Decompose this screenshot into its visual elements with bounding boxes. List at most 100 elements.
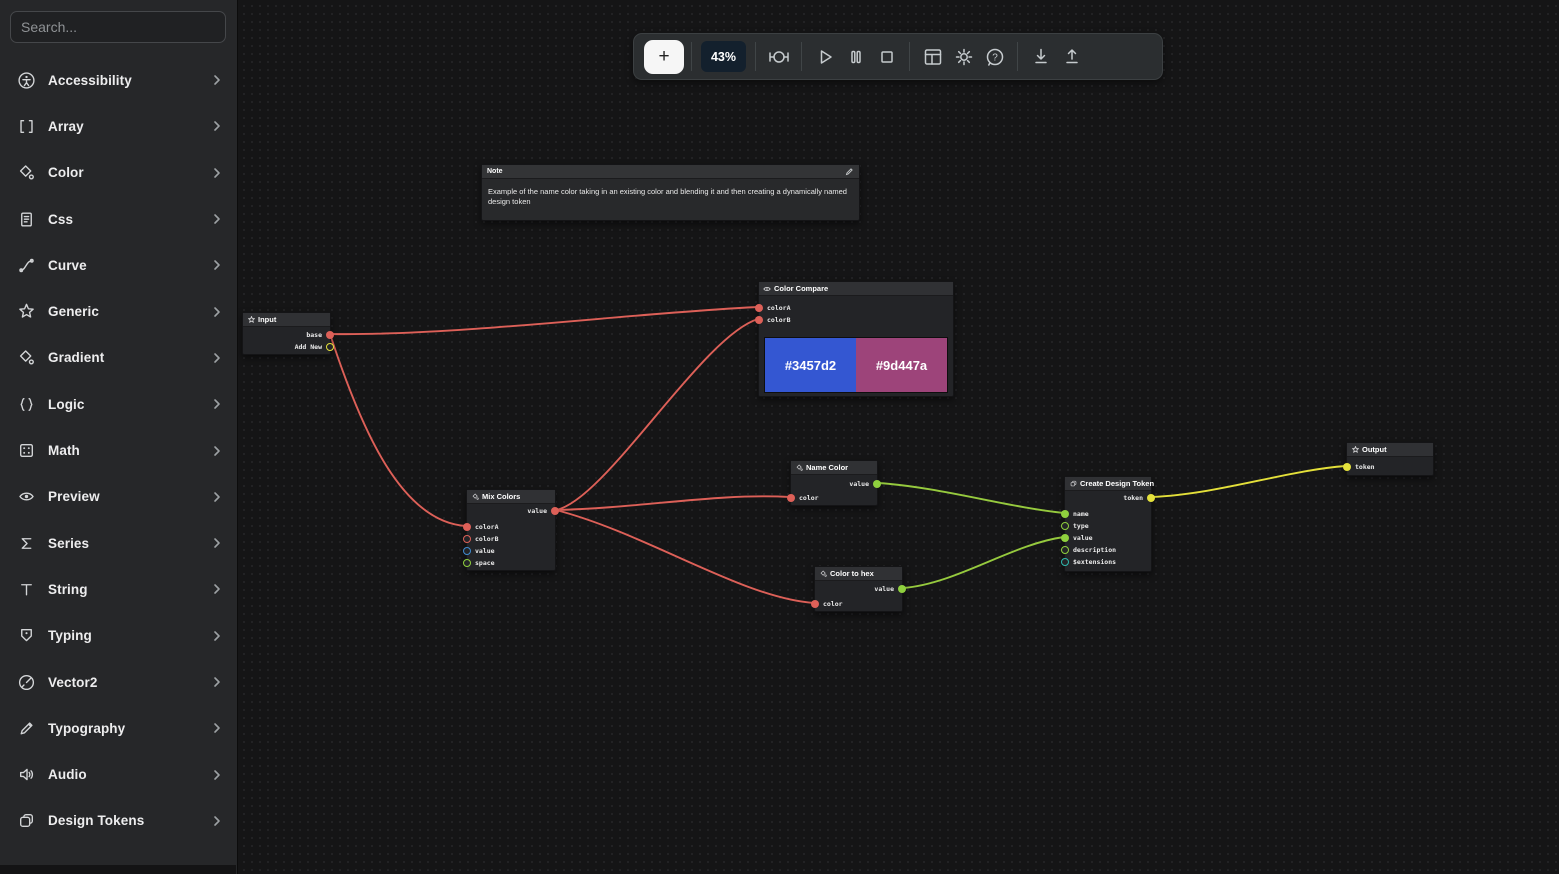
sidebar-item-curve[interactable]: Curve [0, 242, 237, 288]
port-value-out[interactable]: value [849, 479, 881, 489]
port-circle[interactable] [811, 600, 819, 608]
port-colorB[interactable]: colorB [755, 315, 790, 325]
port-circle[interactable] [463, 523, 471, 531]
port-circle[interactable] [551, 507, 559, 515]
port-value-out[interactable]: value [527, 506, 559, 516]
port-circle[interactable] [1061, 522, 1069, 530]
sidebar-item-label: String [48, 581, 88, 597]
sidebar-footer [0, 865, 236, 874]
port-circle[interactable] [1061, 558, 1069, 566]
port-circle[interactable] [873, 480, 881, 488]
port-token-out[interactable]: token [1123, 493, 1155, 503]
note-title: Note [487, 168, 503, 175]
graph-canvas[interactable] [238, 0, 1559, 874]
node-input[interactable]: Input base Add New [242, 312, 334, 355]
sidebar-item-logic[interactable]: Logic [0, 381, 237, 427]
star-icon [1351, 446, 1359, 454]
node-header[interactable]: Input [243, 313, 330, 327]
port-circle[interactable] [326, 331, 334, 339]
node-create-design-token[interactable]: Create Design Token token name type valu… [1061, 476, 1155, 572]
sidebar-item-css[interactable]: Css [0, 196, 237, 242]
node-title: Create Design Token [1080, 479, 1155, 488]
port-token[interactable]: token [1343, 462, 1375, 472]
port-circle[interactable] [463, 559, 471, 567]
port-colorA[interactable]: colorA [755, 303, 790, 313]
port-name[interactable]: name [1061, 509, 1089, 519]
node-output[interactable]: Output token [1343, 442, 1434, 476]
node-header[interactable]: Mix Colors [467, 490, 555, 504]
node-color-compare[interactable]: Color Compare colorA colorB #3457d2 #9d4… [755, 281, 954, 397]
port-circle[interactable] [898, 585, 906, 593]
port-add-new[interactable]: Add New [295, 342, 334, 352]
fit-view-button[interactable] [763, 39, 794, 75]
settings-button[interactable] [948, 39, 979, 75]
play-button[interactable] [809, 39, 840, 75]
sidebar-item-label: Vector2 [48, 674, 98, 690]
color-icon [471, 493, 479, 501]
port-extensions[interactable]: $extensions [1061, 557, 1116, 567]
port-circle[interactable] [787, 494, 795, 502]
sidebar-item-series[interactable]: Series [0, 520, 237, 566]
node-header[interactable]: Create Design Token [1065, 477, 1155, 491]
sidebar-item-audio[interactable]: Audio [0, 751, 237, 797]
port-colorA[interactable]: colorA [463, 522, 498, 532]
sidebar-item-preview[interactable]: Preview [0, 474, 237, 520]
port-base[interactable]: base [306, 330, 334, 340]
toolbar-divider [691, 42, 692, 71]
port-space[interactable]: space [463, 558, 495, 568]
node-mix-colors[interactable]: Mix Colors value colorA colorB value spa… [463, 489, 559, 571]
download-button[interactable] [1025, 39, 1056, 75]
note-header[interactable]: Note [482, 165, 859, 179]
sidebar-item-design-tokens[interactable]: Design Tokens [0, 798, 237, 844]
node-header[interactable]: Output [1347, 443, 1433, 457]
pause-button[interactable] [840, 39, 871, 75]
port-circle[interactable] [463, 547, 471, 555]
port-type[interactable]: type [1061, 521, 1089, 531]
port-circle[interactable] [1061, 510, 1069, 518]
node-color-to-hex[interactable]: Color to hex value color [811, 566, 906, 612]
port-colorB[interactable]: colorB [463, 534, 498, 544]
canvas-toolbar: + 43% ? [633, 33, 1163, 80]
sidebar-item-typing[interactable]: Typing [0, 613, 237, 659]
chevron-right-icon [210, 721, 224, 735]
sidebar-item-typography[interactable]: Typography [0, 705, 237, 751]
help-button[interactable]: ? [979, 39, 1010, 75]
zoom-level-badge[interactable]: 43% [701, 41, 746, 72]
node-title: Input [258, 315, 277, 324]
upload-button[interactable] [1056, 39, 1087, 75]
port-circle[interactable] [755, 304, 763, 312]
add-node-button[interactable]: + [644, 39, 684, 74]
sidebar-item-gradient[interactable]: Gradient [0, 335, 237, 381]
port-value-out[interactable]: value [874, 584, 906, 594]
sidebar-item-accessibility[interactable]: Accessibility [0, 57, 237, 103]
port-description[interactable]: description [1061, 545, 1116, 555]
node-name-color[interactable]: Name Color value color [787, 460, 881, 506]
chevron-right-icon [210, 212, 224, 226]
port-circle[interactable] [326, 343, 334, 351]
sidebar-item-vector2[interactable]: Vector2 [0, 659, 237, 705]
sidebar-item-label: Accessibility [48, 72, 132, 88]
sidebar-item-math[interactable]: Math [0, 427, 237, 473]
node-header[interactable]: Color Compare [759, 282, 953, 296]
node-header[interactable]: Color to hex [815, 567, 902, 581]
stop-button[interactable] [871, 39, 902, 75]
sidebar-item-string[interactable]: String [0, 566, 237, 612]
sidebar-item-generic[interactable]: Generic [0, 288, 237, 334]
layout-button[interactable] [917, 39, 948, 75]
search-input[interactable] [10, 11, 226, 43]
port-color[interactable]: color [787, 493, 819, 503]
edit-note-button[interactable] [845, 167, 854, 176]
node-header[interactable]: Name Color [791, 461, 877, 475]
sidebar-item-color[interactable]: Color [0, 150, 237, 196]
port-circle[interactable] [463, 535, 471, 543]
port-circle[interactable] [755, 316, 763, 324]
port-circle[interactable] [1061, 546, 1069, 554]
port-circle[interactable] [1343, 463, 1351, 471]
port-value-in[interactable]: value [463, 546, 495, 556]
note-node[interactable]: Note Example of the name color taking in… [481, 164, 860, 221]
port-circle[interactable] [1147, 494, 1155, 502]
port-value[interactable]: value [1061, 533, 1093, 543]
port-circle[interactable] [1061, 534, 1069, 542]
sidebar-item-array[interactable]: Array [0, 103, 237, 149]
port-color[interactable]: color [811, 599, 843, 609]
